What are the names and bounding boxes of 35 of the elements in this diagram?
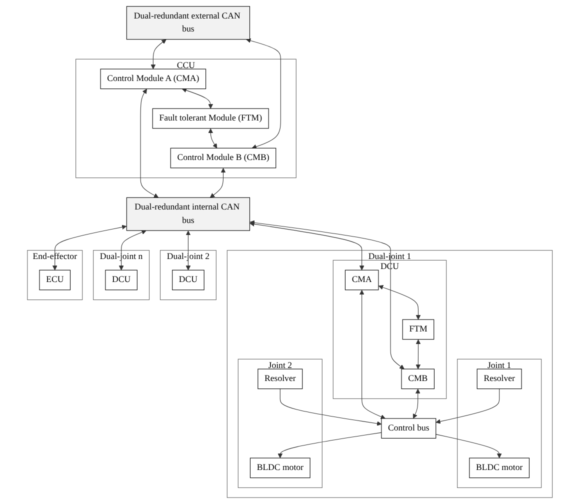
node-box: Resolver: [476, 368, 522, 390]
arrow: [413, 388, 420, 419]
arrow: [246, 38, 282, 150]
node-box: DCU: [105, 270, 138, 290]
node-box: Control Module A (CMA): [100, 68, 206, 90]
arrow: [182, 88, 214, 109]
node-box: Control Module B (CMB): [170, 148, 276, 168]
arrow: [186, 230, 191, 270]
arrow: [360, 290, 386, 419]
arrow: [280, 388, 382, 426]
node-box: Fault tolerant Module (FTM): [152, 108, 270, 129]
node-box: Control bus: [381, 418, 436, 439]
arrow: [250, 220, 405, 370]
node-box: Dual-redundant internal CAN bus: [126, 197, 250, 231]
node-box: BLDC motor: [250, 458, 310, 478]
arrow: [278, 432, 382, 458]
node-box: CMA: [345, 270, 379, 290]
arrow: [208, 128, 218, 148]
node-box: ECU: [39, 270, 71, 290]
arrow: [416, 339, 421, 370]
node-box: CMB: [401, 368, 435, 390]
node-box: DCU: [172, 270, 204, 290]
node-box: FTM: [402, 319, 434, 340]
arrow: [378, 285, 421, 320]
arrow: [436, 434, 502, 458]
arrow: [119, 230, 147, 270]
arrow: [436, 388, 500, 424]
node-box: Dual-redundant external CAN bus: [126, 6, 250, 40]
arrow: [150, 39, 166, 70]
node-box: BLDC motor: [469, 458, 530, 478]
arrow: [140, 88, 159, 198]
node-box: Resolver: [258, 368, 303, 390]
arrow: [210, 168, 226, 198]
arrow: [52, 224, 127, 270]
arrow: [250, 222, 364, 270]
